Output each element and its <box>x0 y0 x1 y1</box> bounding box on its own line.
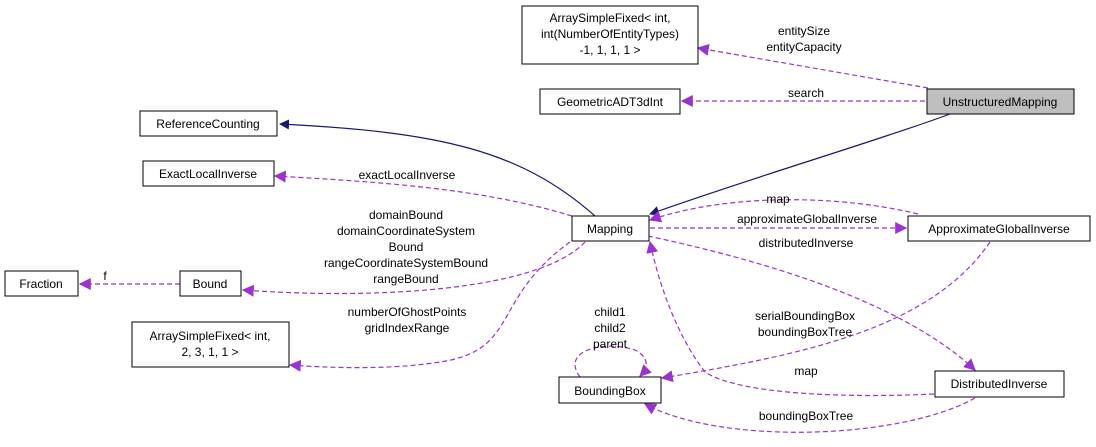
label-f: f <box>103 269 107 283</box>
node-array-simple-fixed-entity[interactable]: ArraySimpleFixed< int,int(NumberOfEntity… <box>521 5 699 65</box>
label-exact-local-inverse: exactLocalInverse <box>359 168 456 182</box>
label-bounding-box-tree: boundingBoxTree <box>759 409 854 423</box>
label-map-bottom: map <box>794 364 818 378</box>
node-geometric-adt3d-int[interactable]: GeometricADT3dInt <box>539 88 681 115</box>
label-distributed-inverse: distributedInverse <box>759 236 854 250</box>
edge-mapping-to-referencecounting <box>279 119 596 217</box>
node-label: UnstructuredMapping <box>943 95 1058 109</box>
edge-serial-bounding-box <box>660 241 991 383</box>
node-approximate-global-inverse[interactable]: ApproximateGlobalInverse <box>907 215 1091 242</box>
edge-entity <box>696 43 929 89</box>
edges <box>78 43 991 433</box>
node-label: ArraySimpleFixed< int,2, 3, 1, 1 > <box>149 329 270 359</box>
node-label: Mapping <box>587 222 633 236</box>
node-label: ArraySimpleFixed< int,int(NumberOfEntity… <box>541 11 679 57</box>
edge-children-loop <box>574 345 652 378</box>
node-label: ExactLocalInverse <box>159 167 257 181</box>
label-search: search <box>788 86 824 100</box>
node-reference-counting[interactable]: ReferenceCounting <box>139 110 278 137</box>
edge-distributed-inverse <box>647 235 976 371</box>
node-mapping[interactable]: Mapping <box>571 215 650 242</box>
node-array-simple-fixed-grid[interactable]: ArraySimpleFixed< int,2, 3, 1, 1 > <box>131 321 290 368</box>
node-bounding-box[interactable]: BoundingBox <box>558 376 662 404</box>
node-fraction[interactable]: Fraction <box>4 270 79 297</box>
edge-grid <box>288 241 571 372</box>
node-exact-local-inverse[interactable]: ExactLocalInverse <box>142 160 275 187</box>
node-label: ReferenceCounting <box>156 117 259 131</box>
nodes: ArraySimpleFixed< int,int(NumberOfEntity… <box>4 5 1091 404</box>
label-approximate-global-inverse: approximateGlobalInverse <box>737 212 877 226</box>
node-label: Fraction <box>19 277 62 291</box>
node-bound[interactable]: Bound <box>179 270 242 297</box>
edge-unstructured-to-mapping <box>649 113 951 216</box>
node-label: Bound <box>193 277 228 291</box>
label-map-top: map <box>766 192 790 206</box>
edge-map-bottom <box>646 240 935 397</box>
node-label: BoundingBox <box>574 384 645 398</box>
node-label: GeometricADT3dInt <box>557 95 664 109</box>
edge-bounds <box>241 241 586 297</box>
node-label: ApproximateGlobalInverse <box>928 222 1070 236</box>
node-label: DistributedInverse <box>951 377 1048 391</box>
edge-bounding-box-tree <box>643 397 976 433</box>
edge-exact-local-inverse <box>273 170 573 217</box>
node-unstructured-mapping[interactable]: UnstructuredMapping <box>926 88 1075 115</box>
node-distributed-inverse[interactable]: DistributedInverse <box>934 370 1065 398</box>
